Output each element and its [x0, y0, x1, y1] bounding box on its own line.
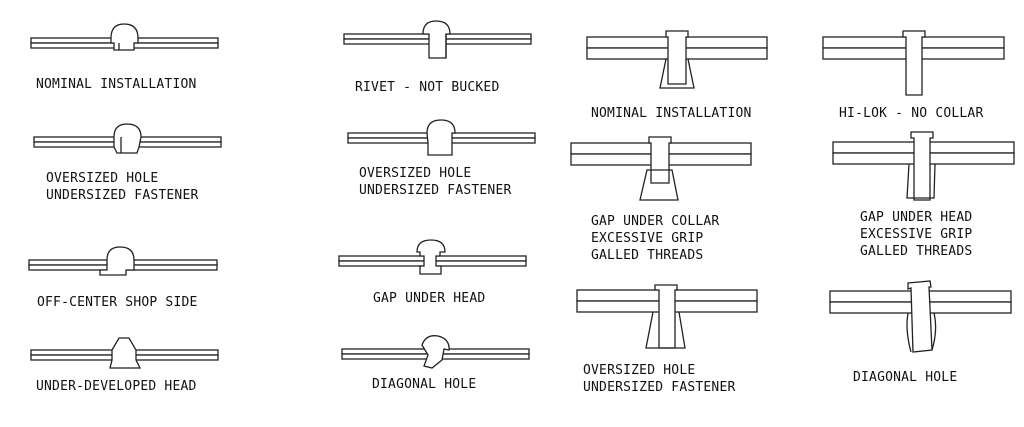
label-rivet-gap-under-head: GAP UNDER HEAD: [373, 291, 486, 306]
hilok-diagonal-hole-drawing: [829, 280, 1012, 353]
rivet-not-bucked-drawing: [343, 20, 532, 59]
rivet-gap-under-head-drawing: [338, 239, 527, 275]
hilok-gap-under-head-drawing: [832, 131, 1015, 201]
lockbolt-nominal-drawing: [586, 30, 768, 89]
label-hilok-no-collar: HI-LOK - NO COLLAR: [839, 106, 984, 121]
label-hilok-diagonal-hole: DIAGONAL HOLE: [853, 370, 958, 385]
label-lock-nominal: NOMINAL INSTALLATION: [591, 106, 752, 121]
rivet-diagonal-hole-drawing: [341, 335, 530, 369]
solid-rivet-under-developed-drawing: [30, 337, 219, 369]
label-rivet-not-bucked: RIVET - NOT BUCKED: [355, 80, 500, 95]
solid-rivet-nominal-drawing: [30, 23, 219, 51]
label-solid-nominal: NOMINAL INSTALLATION: [36, 77, 197, 92]
label-rivet-oversized-hole: OVERSIZED HOLE UNDERSIZED FASTENER: [359, 166, 512, 198]
label-solid-under-developed: UNDER-DEVELOPED HEAD: [36, 379, 197, 394]
label-lock-gap-under-collar: GAP UNDER COLLAR EXCESSIVE GRIP GALLED T…: [591, 214, 720, 263]
rivet-oversized-hole-drawing: [347, 119, 536, 156]
hilok-no-collar-drawing: [822, 30, 1005, 96]
label-rivet-diagonal-hole: DIAGONAL HOLE: [372, 377, 477, 392]
label-solid-off-center: OFF-CENTER SHOP SIDE: [37, 295, 198, 310]
label-lock-oversized-hole: OVERSIZED HOLE UNDERSIZED FASTENER: [583, 363, 736, 395]
label-hilok-gap-under-head: GAP UNDER HEAD EXCESSIVE GRIP GALLED THR…: [860, 210, 973, 259]
solid-rivet-oversized-hole-drawing: [33, 123, 222, 154]
lockbolt-gap-under-collar-drawing: [570, 136, 752, 201]
label-solid-oversized-hole: OVERSIZED HOLE UNDERSIZED FASTENER: [46, 171, 199, 203]
lockbolt-oversized-hole-drawing: [576, 284, 758, 349]
solid-rivet-off-center-drawing: [28, 246, 218, 276]
